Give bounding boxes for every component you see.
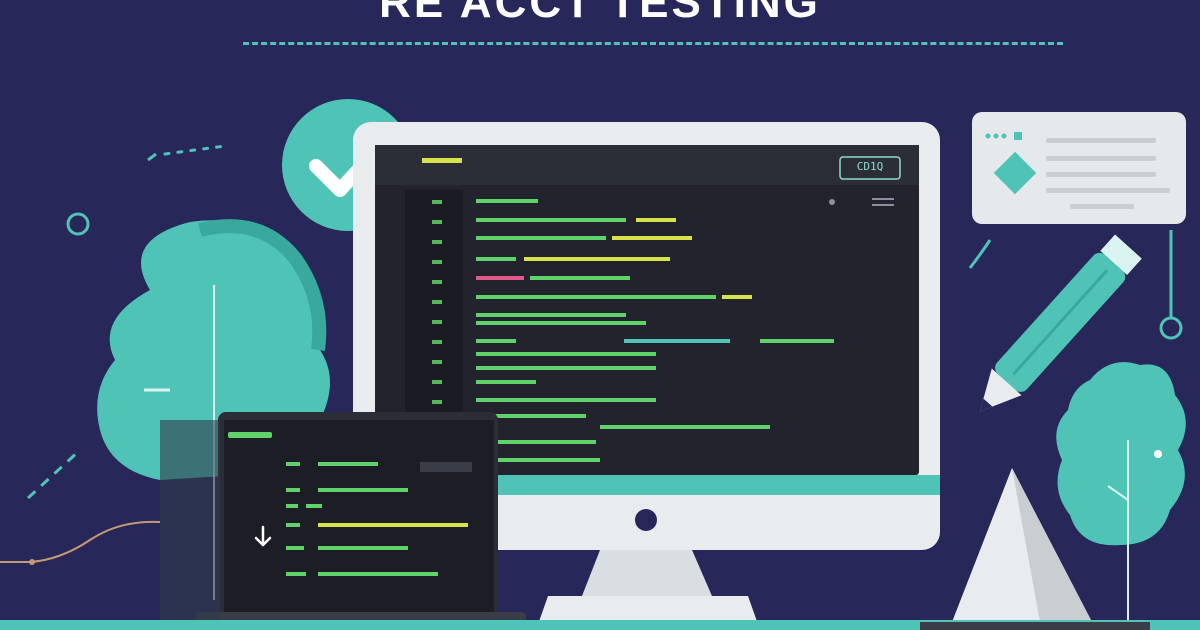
page-title: RE ACCT TESTING bbox=[379, 0, 821, 27]
pencil-icon bbox=[979, 234, 1142, 412]
laptop bbox=[196, 412, 526, 630]
decor-right bbox=[968, 230, 1183, 340]
desk bbox=[0, 620, 1200, 630]
cone-shape bbox=[952, 468, 1092, 622]
desktop-monitor bbox=[353, 122, 940, 630]
floating-card bbox=[972, 112, 1186, 224]
down-arrow-icon bbox=[254, 525, 272, 547]
code-lines bbox=[476, 199, 834, 462]
right-tree bbox=[1056, 362, 1186, 630]
monitor-badge: CD1Q bbox=[856, 160, 884, 173]
title-divider bbox=[243, 42, 1063, 45]
decor-left bbox=[26, 144, 227, 500]
decor-wire bbox=[0, 520, 161, 563]
